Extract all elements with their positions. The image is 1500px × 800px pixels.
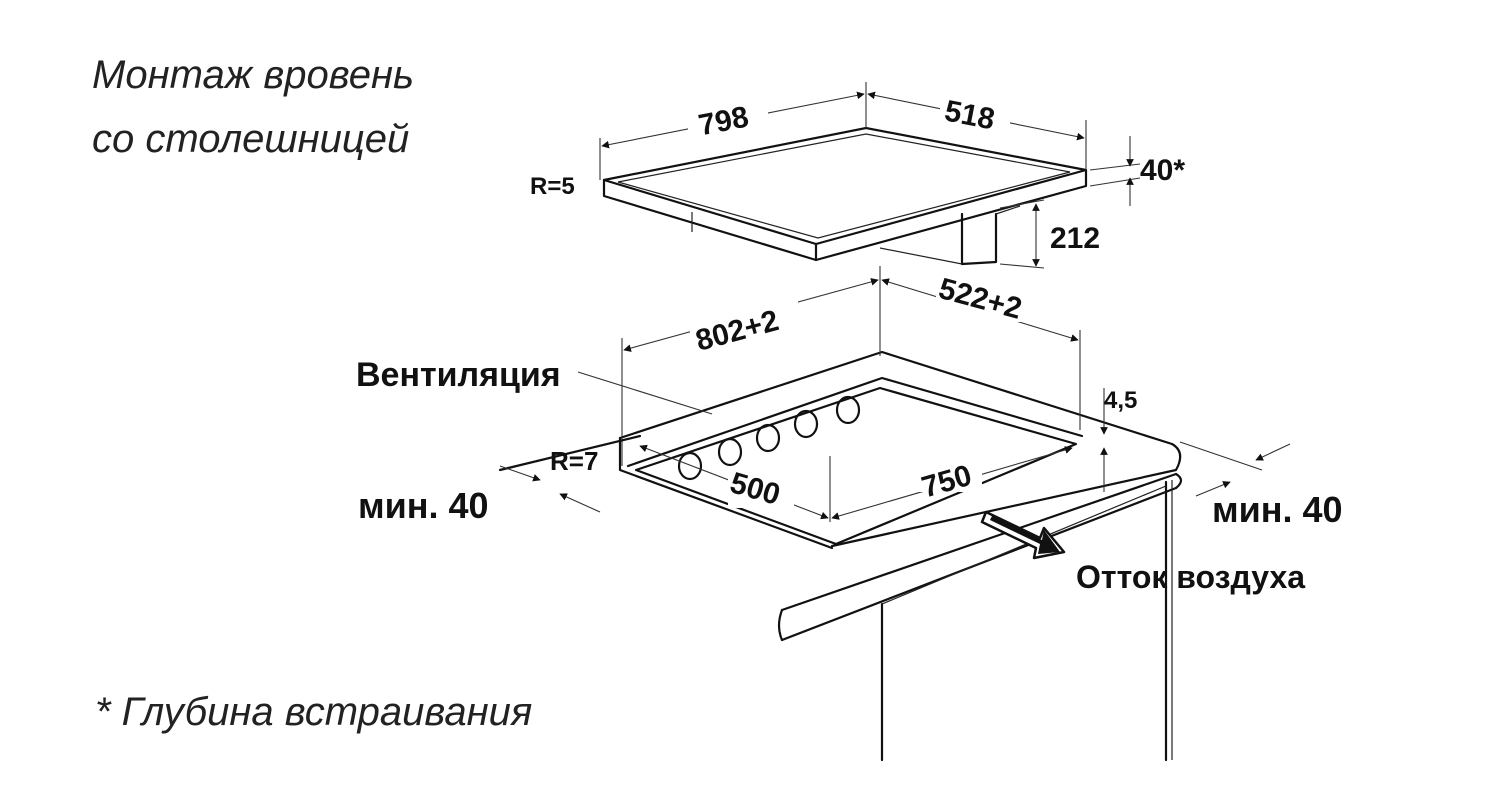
vent-hole [835, 395, 861, 425]
label-min-left: мин. 40 [358, 485, 489, 526]
label-bg [916, 456, 982, 492]
r7-leader [498, 434, 642, 472]
hob-front-edge [602, 168, 1088, 262]
title-block: Монтаж вровень со столешницей [92, 53, 414, 161]
hob-under-box-back [995, 205, 1021, 215]
ext-line [1179, 441, 1263, 471]
label-ventilation: Вентиляция [356, 356, 561, 394]
label-bg [940, 98, 1010, 132]
dim-line-min-right-b [1195, 481, 1231, 497]
dim-line-min-left-a [499, 465, 541, 482]
rebate-edge [626, 376, 1084, 468]
dim-label-hob-radius: R=5 [530, 173, 575, 200]
title-line-2: со столешницей [92, 117, 409, 161]
vent-hole [793, 409, 819, 439]
hob-under-box [960, 212, 998, 266]
dim-label-hob-thickness: 40* [1140, 154, 1185, 187]
hob-dimensions: 798 518 R=5 40* 212 [530, 82, 1185, 269]
dim-line-min-left-b [559, 493, 601, 513]
cabinet-top [881, 485, 1167, 605]
ext-line [1089, 163, 1141, 171]
label-airflow: Отток воздуха [1076, 559, 1305, 595]
dim-label-cutout-radius: R=7 [550, 446, 598, 476]
label-bg [688, 100, 768, 134]
hob-drawing [602, 126, 1088, 266]
ext-line [999, 199, 1045, 209]
airflow-arrow-icon [980, 510, 1066, 560]
label-min-right: мин. 40 [1212, 489, 1343, 530]
dim-label-hob-height: 212 [1050, 222, 1100, 255]
ventilation-leader [577, 371, 713, 415]
countertop-outline [618, 350, 1182, 548]
hob-glass-edge [617, 133, 1071, 239]
dim-line-min-right-a [1255, 443, 1291, 461]
title-line-1: Монтаж вровень [92, 53, 414, 97]
hob-top-surface [602, 126, 1088, 246]
dim-label-rebate: 4,5 [1104, 387, 1137, 414]
countertop-nose-right [1174, 472, 1183, 490]
countertop-nose [777, 608, 784, 642]
label-bg [936, 282, 1036, 322]
label-bg [690, 300, 798, 338]
label-bg [728, 472, 794, 508]
vent-hole [677, 451, 703, 481]
hob-under-box-edge [879, 247, 963, 265]
countertop-drawing [618, 350, 1183, 762]
vent-hole [717, 437, 743, 467]
countertop-front-top [780, 472, 1178, 612]
countertop-left-front [618, 436, 834, 550]
ext-line [1089, 177, 1141, 187]
vent-hole [755, 423, 781, 453]
footnote: * Глубина встраивания [95, 690, 532, 734]
ext-line [999, 263, 1045, 269]
